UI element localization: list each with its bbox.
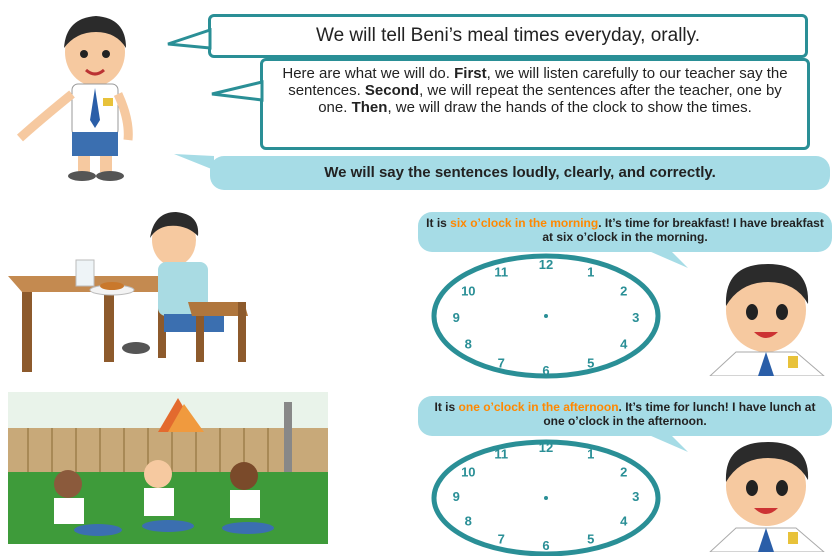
clock-number-5: 5 [587,531,594,546]
speech-bubble-lunch: It is one o’clock in the afternoon. It’s… [418,396,832,436]
speech-time-highlight: six o’clock in the morning [450,216,599,230]
clock-number-9: 9 [453,310,460,325]
speech-bubble-intro: We will tell Beni’s meal times everyday,… [208,14,808,58]
steps-text-part: , we will draw the hands of the clock to… [387,99,752,116]
clock-number-12: 12 [539,257,553,272]
clock-number-5: 5 [587,356,594,371]
clock-number-7: 7 [498,356,505,371]
lunch-illustration [8,392,328,544]
steps-text: Here are what we will do. First, we will… [263,61,807,116]
lunch-speech-text: It is one o’clock in the afternoon. It’s… [424,400,826,428]
intro-text: We will tell Beni’s meal times everyday,… [316,25,700,46]
speech-text-part: . It’s time for breakfast! I have breakf… [542,216,824,244]
speech-bubble-tail [642,248,688,268]
clock-number-4: 4 [620,513,628,528]
speech-text-part: . It’s time for lunch! I have lunch at o… [543,400,816,428]
speech-bubble-tail [167,28,212,50]
speech-bubble-steps: Here are what we will do. First, we will… [260,58,810,150]
clock-number-12: 12 [539,440,553,455]
speech-text-part: It is [434,400,459,414]
clock-number-3: 3 [632,489,639,504]
clock-number-4: 4 [620,336,628,351]
clock-number-8: 8 [465,513,472,528]
speech-bubble-instruction: We will say the sentences loudly, clearl… [210,156,830,190]
clock-number-10: 10 [461,465,475,480]
steps-keyword-first: First [454,65,487,82]
clock-number-6: 6 [542,538,549,553]
speech-text-part: It is [426,216,451,230]
boy-portrait-breakfast [709,264,825,376]
steps-text-part: , we will repeat the sentences after the… [318,82,782,116]
breakfast-speech-text: It is six o’clock in the morning. It’s t… [424,216,826,244]
breakfast-illustration [8,212,248,372]
speech-time-highlight: one o’clock in the afternoon [458,400,619,414]
steps-text-part: Here are what we will do. [282,65,455,82]
steps-keyword-then: Then [351,99,388,116]
clock-number-9: 9 [453,489,460,504]
clock-number-3: 3 [632,310,639,325]
steps-text-part: , we will listen carefully to our teache… [288,65,788,99]
steps-keyword-second: Second [364,82,420,99]
clock-number-1: 1 [587,447,594,462]
boy-portrait-lunch [709,442,825,552]
instruction-text: We will say the sentences loudly, clearl… [324,164,716,181]
clock-number-7: 7 [498,531,505,546]
speech-bubble-breakfast: It is six o’clock in the morning. It’s t… [418,212,832,252]
clock-number-8: 8 [465,336,472,351]
clock-number-2: 2 [620,465,627,480]
presenter-boy-illustration [16,16,133,181]
clock-number-10: 10 [461,284,475,299]
speech-bubble-tail [211,80,264,102]
clock-number-1: 1 [587,264,594,279]
speech-bubble-tail [642,432,688,452]
speech-bubble-tail [174,154,214,170]
clock-number-2: 2 [620,284,627,299]
clock-number-6: 6 [542,363,549,378]
clock-number-11: 11 [494,447,508,462]
clock-number-11: 11 [494,264,508,279]
